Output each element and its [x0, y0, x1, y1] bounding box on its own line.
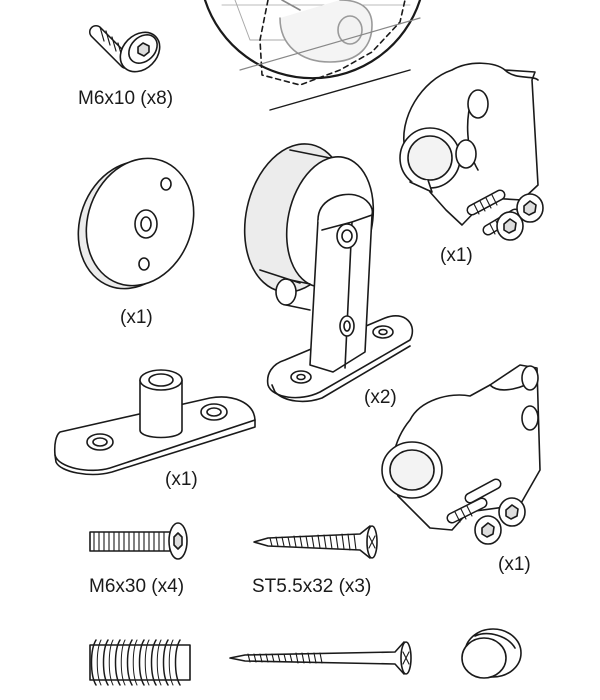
label-disc-quantity: (x1): [120, 307, 153, 328]
screw-m6x30: [89, 522, 188, 560]
label-bracket-top-quantity: (x1): [440, 245, 473, 266]
label-bracket-bottom-quantity: (x1): [498, 554, 531, 575]
round-disc: [77, 157, 195, 290]
end-cap: [461, 628, 522, 679]
clamp-bracket-top: [399, 62, 544, 241]
screw-m6x10: [89, 25, 161, 73]
label-screw-m6x10: M6x10 (x8): [78, 88, 174, 109]
wall-anchors: [89, 639, 191, 686]
label-plate-quantity: (x1): [165, 469, 198, 490]
label-screw-st55x32: ST5.5x32 (x3): [252, 576, 372, 597]
clamp-bracket-bottom: [381, 364, 541, 545]
long-screw: [229, 641, 412, 675]
screw-st55x32: [253, 525, 378, 559]
label-screw-m6x30: M6x30 (x4): [89, 576, 185, 597]
detail-magnifier: [203, 0, 422, 111]
roller-bracket: [243, 143, 414, 403]
base-plate-with-pin: [53, 369, 256, 476]
label-roller-quantity: (x2): [364, 387, 397, 408]
